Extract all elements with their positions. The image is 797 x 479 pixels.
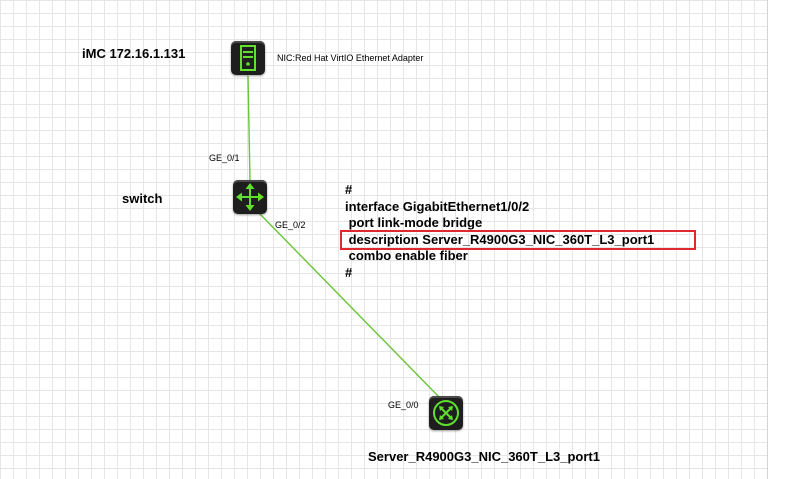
right-panel-edge [767,0,797,479]
description-highlight-box [340,230,696,250]
interface-config-block: # interface GigabitEthernet1/0/2 port li… [345,182,654,282]
link-imc-switch[interactable] [247,75,251,183]
switch-title: switch [122,191,163,206]
switch-node[interactable] [233,180,267,214]
port-label-ge-0-0: GE_0/0 [388,400,419,410]
config-line: # [345,182,353,197]
imc-title: iMC 172.16.1.131 [82,46,186,61]
port-label-ge-0-1: GE_0/1 [209,153,240,163]
config-line: port link-mode bridge [345,215,483,231]
server-icon [240,45,256,71]
imc-nic-label: NIC:Red Hat VirtIO Ethernet Adapter [277,53,424,63]
config-line-highlighted: description Server_R4900G3_NIC_360T_L3_p… [345,231,655,247]
config-line: # [345,264,353,280]
imc-server-node[interactable] [231,41,265,75]
switch-arrows-icon [236,183,264,211]
router-icon [433,400,459,426]
config-line: interface GigabitEthernet1/0/2 [345,198,530,214]
server-node[interactable] [429,396,463,430]
link-switch-server[interactable] [257,211,443,401]
port-label-ge-0-2: GE_0/2 [275,220,306,230]
config-line: combo enable fiber [345,248,468,264]
server-title: Server_R4900G3_NIC_360T_L3_port1 [368,449,600,464]
